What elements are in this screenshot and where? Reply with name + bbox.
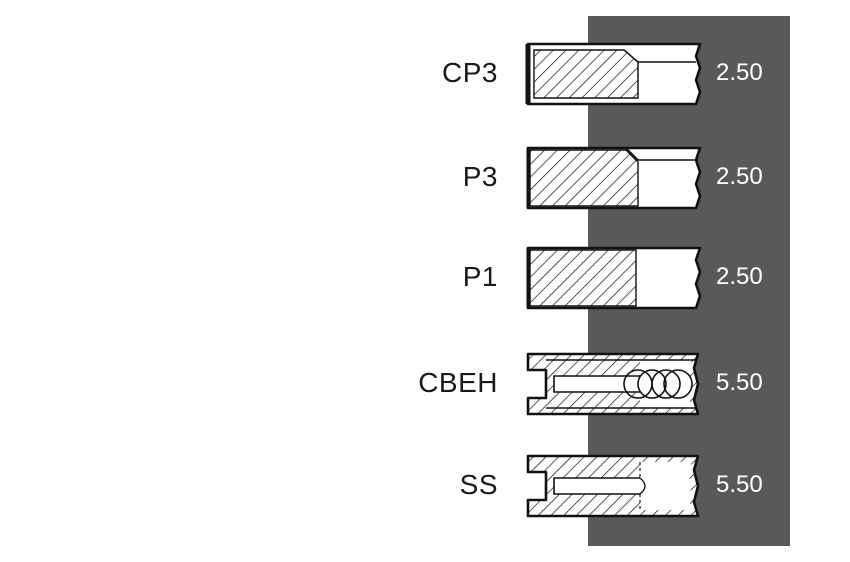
- ring-width-value: 2.50: [716, 59, 763, 86]
- ring-code-label: P3: [462, 161, 498, 192]
- ring-code-label: CP3: [442, 57, 498, 88]
- ring-spring-coil: [663, 369, 693, 399]
- ring-row-p3: P3 2.50: [0, 128, 850, 228]
- ring-spring-coil: [637, 369, 667, 399]
- ring-code-label: CBEH: [418, 367, 498, 398]
- ring-row-cbeh: CBEH 5.50: [0, 334, 850, 434]
- ring-profile-cp3: [525, 42, 702, 106]
- ring-width-value: 5.50: [716, 471, 763, 498]
- ring-width-value: 5.50: [716, 369, 763, 396]
- ring-slot: [553, 375, 645, 393]
- ring-row-cp3: CP3 2.50: [0, 24, 850, 124]
- ring-slot: [553, 477, 645, 495]
- ring-hatched-section: [529, 249, 637, 307]
- ring-spring-coil: [651, 369, 681, 399]
- ring-width-value: 2.50: [716, 263, 763, 290]
- ring-profile-p1: [526, 246, 702, 310]
- ring-row-ss: SS 5.50: [0, 436, 850, 536]
- ring-profile-p3: [526, 146, 702, 210]
- ring-profile-ss: [526, 454, 700, 518]
- ring-hatched-section: [533, 49, 639, 99]
- ring-face: [640, 462, 692, 510]
- ring-row-p1: P1 2.50: [0, 228, 850, 328]
- ring-code-label: P1: [462, 261, 498, 292]
- ring-width-value: 2.50: [716, 163, 763, 190]
- ring-step-line: [625, 147, 698, 161]
- ring-profile-cbeh: [526, 352, 700, 416]
- ring-hatched-section: [529, 149, 639, 207]
- ring-slot-end: [639, 477, 646, 495]
- ring-code-label: SS: [459, 469, 498, 500]
